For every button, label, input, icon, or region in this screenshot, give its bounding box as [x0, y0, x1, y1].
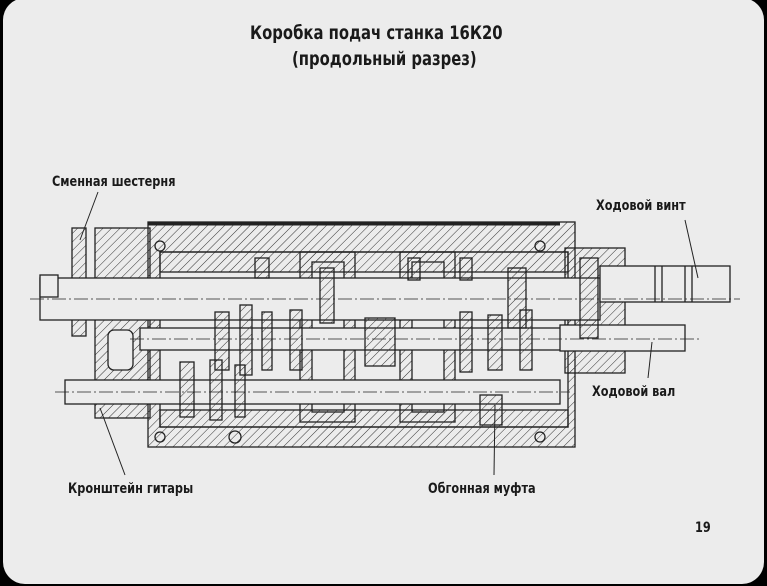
slide-title-line2: (продольный разрез)	[292, 48, 477, 70]
page-number: 19	[695, 520, 711, 536]
label-overrunning-clutch: Обгонная муфта	[428, 481, 536, 497]
label-lead-screw: Ходовой винт	[596, 198, 686, 214]
feed-shaft	[559, 324, 686, 352]
label-guitar-bracket: Кронштейн гитары	[68, 481, 194, 497]
slide-title-line1: Коробка подач станка 16К20	[250, 22, 503, 44]
label-change-gear: Сменная шестерня	[52, 174, 176, 190]
label-feed-shaft: Ходовой вал	[592, 384, 676, 400]
lead-screw	[599, 265, 731, 303]
